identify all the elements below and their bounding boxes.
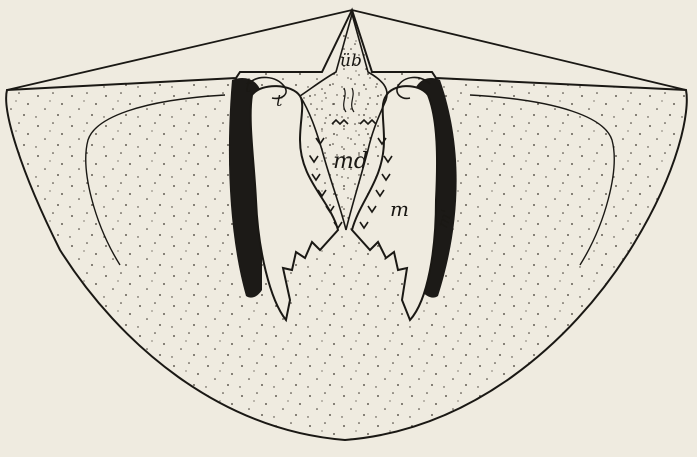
label-ub: üb xyxy=(340,51,362,71)
label-m: m xyxy=(390,197,409,221)
label-md: md xyxy=(333,149,368,174)
label-t-inner: t xyxy=(276,91,283,110)
label-t-outer: t xyxy=(245,77,252,97)
